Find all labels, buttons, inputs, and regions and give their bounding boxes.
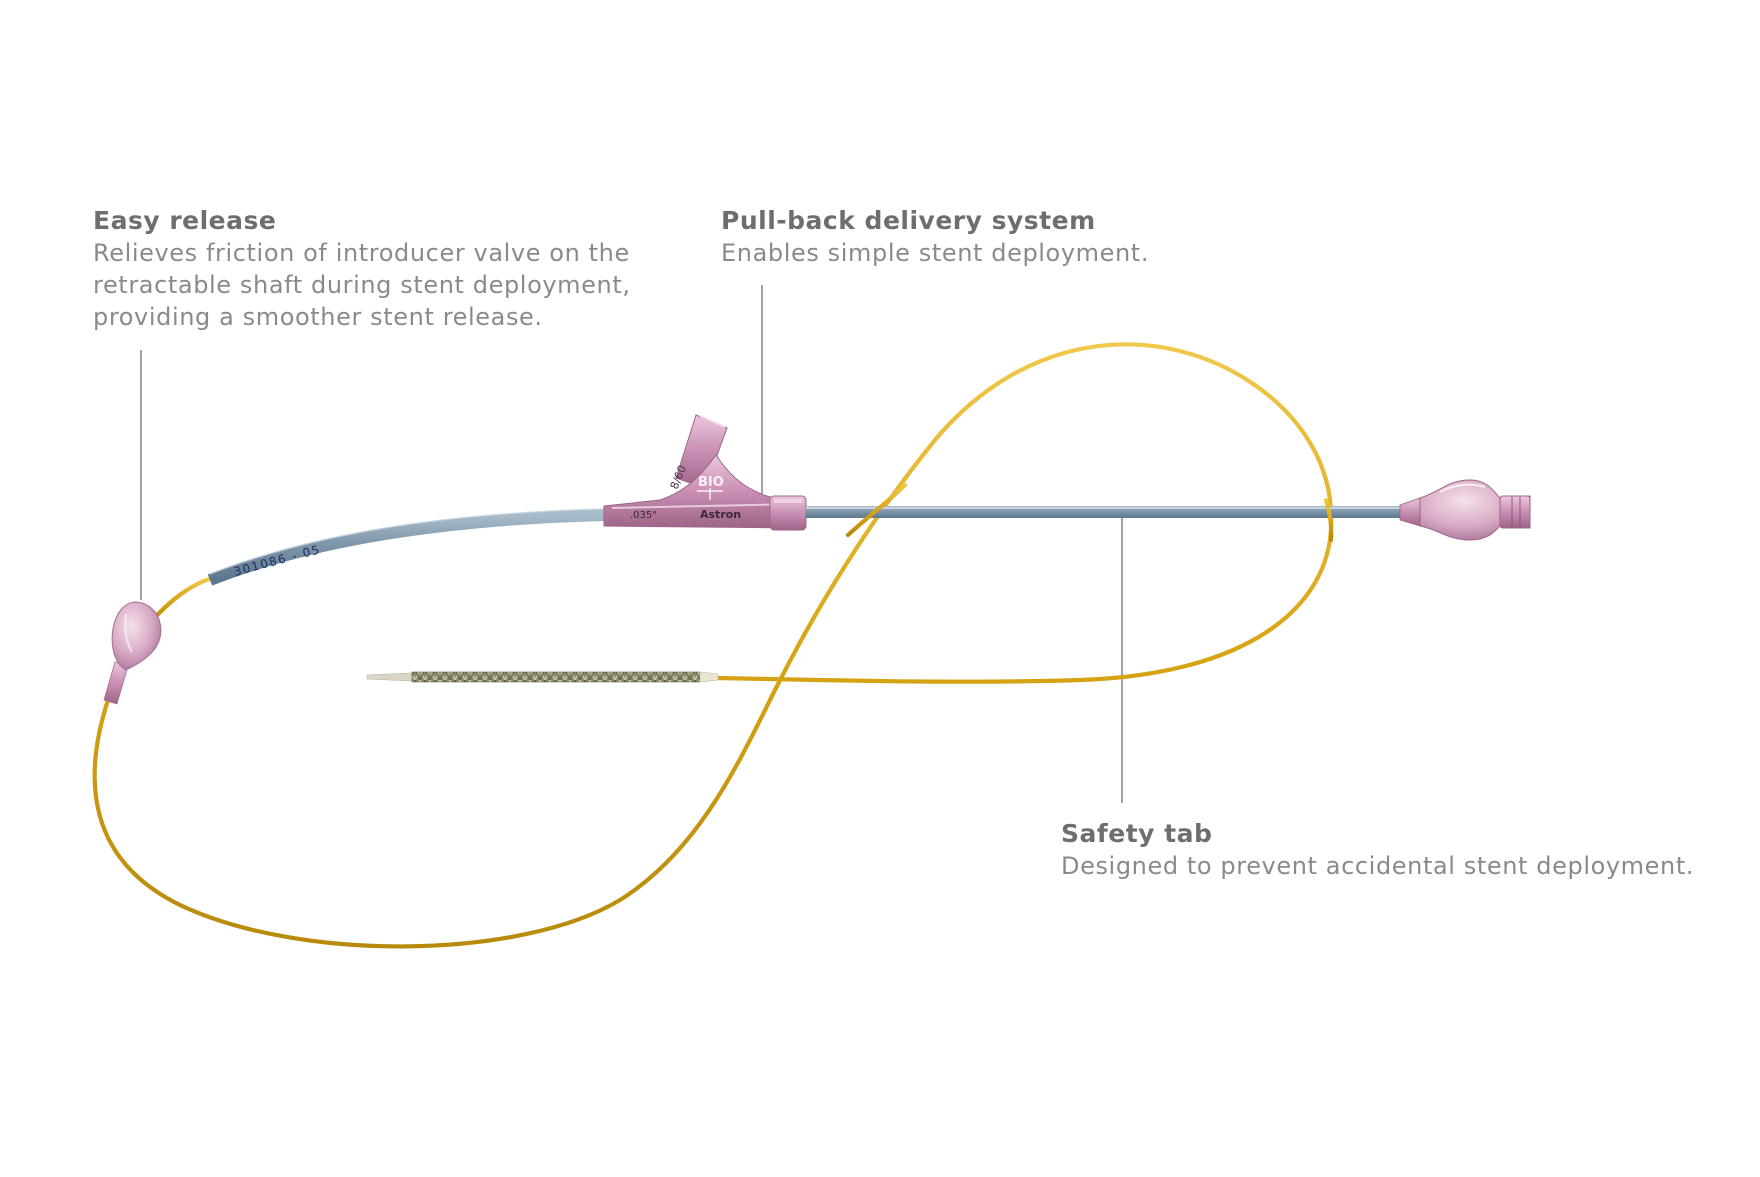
callout-safety-tab: Safety tab Designed to prevent accidenta… (1061, 818, 1694, 882)
callout-text-line: retractable shaft during stent deploymen… (93, 271, 631, 299)
callout-text-line: Designed to prevent accidental stent dep… (1061, 852, 1695, 880)
outer-shaft: 301086 - 05 (207, 508, 605, 586)
compressed-stent (411, 671, 701, 683)
callout-title-safety-tab: Safety tab (1061, 819, 1213, 848)
callout-title-easy-release: Easy release (93, 206, 277, 235)
proximal-luer-hub (1399, 479, 1531, 541)
stent-section (366, 671, 719, 683)
callout-text-line: providing a smoother stent release. (93, 303, 543, 331)
callout-pull-back-delivery: Pull-back delivery system Enables simple… (721, 205, 1149, 269)
callout-text-line: Enables simple stent deployment. (721, 239, 1150, 267)
guidewire-main-loop (92, 342, 1334, 949)
luer-connector (1499, 495, 1531, 529)
outer-shaft-curve (207, 509, 605, 586)
easy-release-valve (103, 601, 162, 705)
callout-title-pull-back: Pull-back delivery system (721, 206, 1096, 235)
callout-text-line: Relieves friction of introducer valve on… (93, 239, 630, 267)
easy-release-bulb (111, 601, 162, 671)
pusher-shaft (806, 506, 1406, 518)
hub-brand-marking: Astron (700, 508, 741, 521)
wire-size-marking: .035" (630, 510, 657, 521)
y-connector-hub: 8/60 BIO Astron .035" (603, 414, 807, 531)
guidewire-right-crossing (1323, 497, 1334, 543)
distal-tip (366, 672, 413, 682)
guidewire-front-crossing (845, 482, 908, 538)
hub-logo-marking: BIO (698, 475, 724, 490)
stent-proximal-marker (699, 671, 719, 683)
callout-easy-release: Easy release Relieves friction of introd… (93, 205, 631, 333)
luer-hub-taper (1399, 497, 1421, 527)
